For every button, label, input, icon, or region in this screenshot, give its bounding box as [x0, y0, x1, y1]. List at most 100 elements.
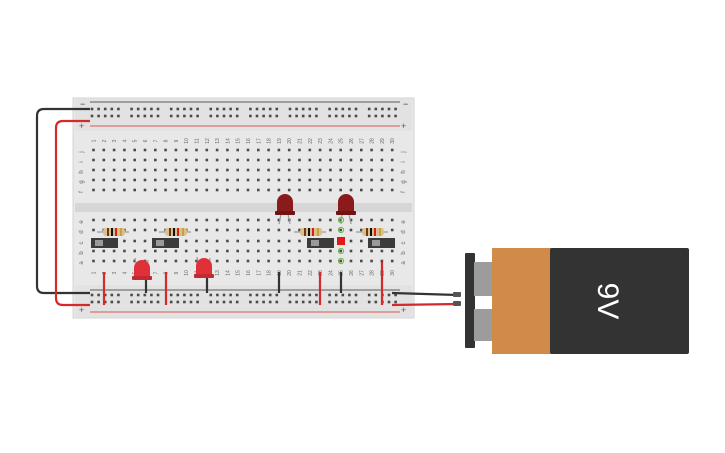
breadboard-hole[interactable]: [184, 178, 188, 182]
breadboard-hole[interactable]: [298, 188, 301, 192]
led-red[interactable]: [132, 257, 152, 281]
breadboard-hole[interactable]: [308, 114, 312, 118]
breadboard-hole[interactable]: [150, 107, 153, 111]
breadboard-hole[interactable]: [174, 188, 178, 192]
breadboard-hole[interactable]: [143, 148, 147, 152]
breadboard-hole[interactable]: [133, 168, 136, 172]
breadboard-hole[interactable]: [184, 168, 188, 172]
breadboard-hole[interactable]: [195, 158, 198, 162]
breadboard-hole[interactable]: [277, 228, 281, 232]
resistor[interactable]: [356, 228, 388, 236]
breadboard-hole[interactable]: [360, 148, 363, 152]
breadboard-hole[interactable]: [298, 239, 301, 243]
breadboard-hole[interactable]: [164, 178, 167, 182]
breadboard-hole[interactable]: [380, 148, 384, 152]
breadboard-hole[interactable]: [102, 218, 106, 222]
breadboard-hole[interactable]: [143, 158, 147, 162]
breadboard-hole[interactable]: [298, 158, 301, 162]
breadboard-hole[interactable]: [390, 158, 394, 162]
breadboard-hole[interactable]: [226, 158, 229, 162]
breadboard-hole[interactable]: [360, 178, 363, 182]
breadboard-hole[interactable]: [308, 107, 312, 111]
highlighted-hole[interactable]: [337, 226, 345, 234]
breadboard-hole[interactable]: [390, 178, 394, 182]
breadboard-hole[interactable]: [174, 148, 178, 152]
breadboard-hole[interactable]: [298, 228, 301, 232]
breadboard-hole[interactable]: [268, 107, 272, 111]
breadboard-hole[interactable]: [143, 239, 147, 243]
breadboard-hole[interactable]: [133, 188, 136, 192]
breadboard-hole[interactable]: [380, 158, 384, 162]
breadboard-hole[interactable]: [176, 300, 180, 304]
switch-slider[interactable]: [311, 240, 319, 246]
breadboard-hole[interactable]: [169, 107, 173, 111]
breadboard-hole[interactable]: [308, 293, 312, 297]
switch-slider[interactable]: [95, 240, 103, 246]
breadboard-hole[interactable]: [246, 218, 250, 222]
breadboard-hole[interactable]: [348, 293, 351, 297]
breadboard-hole[interactable]: [164, 218, 167, 222]
breadboard-hole[interactable]: [112, 259, 116, 263]
breadboard-hole[interactable]: [246, 259, 250, 263]
breadboard-hole[interactable]: [154, 178, 157, 182]
breadboard-hole[interactable]: [90, 293, 94, 297]
breadboard-hole[interactable]: [235, 114, 239, 118]
breadboard-hole[interactable]: [287, 168, 291, 172]
breadboard-hole[interactable]: [174, 218, 178, 222]
breadboard-hole[interactable]: [334, 293, 338, 297]
breadboard-hole[interactable]: [380, 168, 384, 172]
breadboard-hole[interactable]: [183, 114, 186, 118]
breadboard-hole[interactable]: [257, 228, 260, 232]
breadboard-hole[interactable]: [102, 188, 106, 192]
breadboard-hole[interactable]: [143, 114, 147, 118]
breadboard-hole[interactable]: [235, 293, 239, 297]
breadboard-hole[interactable]: [209, 107, 213, 111]
breadboard-hole[interactable]: [315, 300, 318, 304]
battery-negative-lead[interactable]: [391, 291, 459, 297]
breadboard-hole[interactable]: [164, 148, 167, 152]
breadboard-hole[interactable]: [267, 228, 270, 232]
breadboard-hole[interactable]: [328, 107, 331, 111]
breadboard-hole[interactable]: [277, 158, 281, 162]
slide-switch[interactable]: [152, 238, 179, 248]
breadboard-hole[interactable]: [298, 168, 301, 172]
breadboard-hole[interactable]: [334, 300, 338, 304]
breadboard-hole[interactable]: [123, 168, 126, 172]
breadboard-hole[interactable]: [308, 218, 312, 222]
breadboard-hole[interactable]: [169, 300, 173, 304]
breadboard-hole[interactable]: [341, 114, 345, 118]
breadboard-hole[interactable]: [216, 300, 219, 304]
breadboard-hole[interactable]: [298, 218, 301, 222]
breadboard-hole[interactable]: [236, 188, 239, 192]
breadboard-hole[interactable]: [235, 107, 239, 111]
breadboard-hole[interactable]: [103, 300, 107, 304]
breadboard-hole[interactable]: [196, 114, 199, 118]
breadboard-hole[interactable]: [374, 107, 378, 111]
breadboard-hole[interactable]: [169, 293, 173, 297]
breadboard-hole[interactable]: [349, 259, 353, 263]
breadboard-hole[interactable]: [112, 249, 116, 253]
breadboard-hole[interactable]: [215, 168, 219, 172]
breadboard-hole[interactable]: [249, 114, 252, 118]
breadboard-hole[interactable]: [215, 178, 219, 182]
breadboard-hole[interactable]: [92, 148, 95, 152]
breadboard-hole[interactable]: [112, 168, 116, 172]
breadboard-hole[interactable]: [130, 107, 133, 111]
breadboard-hole[interactable]: [267, 188, 270, 192]
breadboard-hole[interactable]: [103, 293, 107, 297]
breadboard-hole[interactable]: [205, 188, 209, 192]
breadboard-hole[interactable]: [143, 178, 147, 182]
breadboard-hole[interactable]: [255, 107, 259, 111]
breadboard-hole[interactable]: [150, 114, 153, 118]
breadboard-hole[interactable]: [123, 218, 126, 222]
breadboard-hole[interactable]: [349, 218, 353, 222]
breadboard-hole[interactable]: [334, 114, 338, 118]
breadboard-hole[interactable]: [329, 249, 332, 253]
breadboard-hole[interactable]: [277, 218, 281, 222]
breadboard-hole[interactable]: [267, 259, 270, 263]
breadboard-hole[interactable]: [184, 249, 188, 253]
breadboard-hole[interactable]: [257, 218, 260, 222]
breadboard-hole[interactable]: [174, 249, 178, 253]
breadboard-hole[interactable]: [360, 239, 363, 243]
breadboard-hole[interactable]: [136, 293, 140, 297]
